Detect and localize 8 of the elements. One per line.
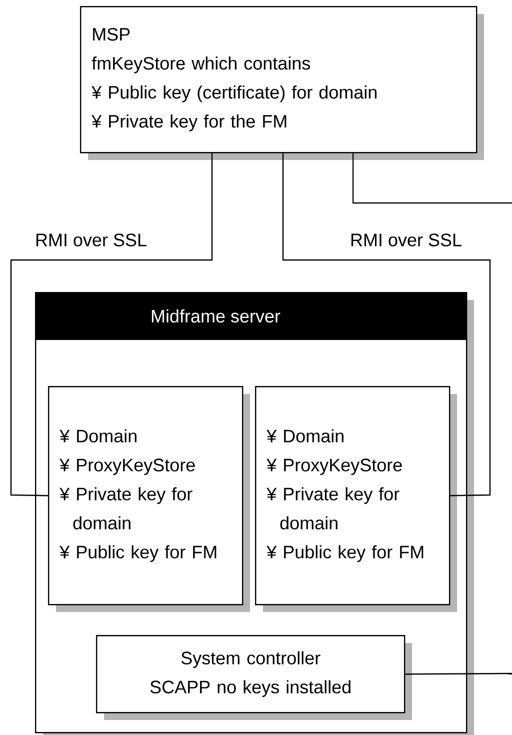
text-box: ¥ Domain ¥ ProxyKeyStore ¥ Private key for domain ¥ Public key for FM xyxy=(255,386,457,612)
connector-line xyxy=(405,672,512,675)
text-box: System controller SCAPP no keys installed xyxy=(96,635,412,720)
text-box: ¥ Domain ¥ ProxyKeyStore ¥ Private key for domain ¥ Public key for FM xyxy=(48,386,250,612)
edge-label: RMI over SSL xyxy=(36,234,146,246)
text-box: MSP fmKeyStore which contains ¥ Public key (certificate) for domain ¥ Private key for the FM xyxy=(80,6,484,160)
connector-line xyxy=(10,153,213,496)
edge-label: RMI over SSL xyxy=(351,234,462,246)
